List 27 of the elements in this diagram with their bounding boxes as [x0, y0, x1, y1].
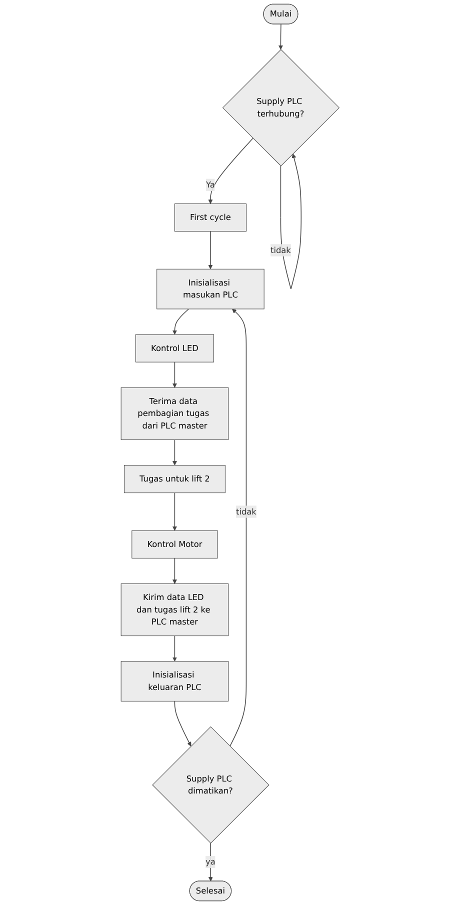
- arrow: [208, 842, 214, 882]
- node-box: Kontrol LED: [136, 334, 214, 362]
- arrow: [208, 230, 214, 270]
- arrow: [278, 24, 284, 50]
- node-box: Kontrol Motor: [132, 530, 218, 558]
- arrow: [172, 492, 178, 531]
- node-box: Inisialisasi masukan PLC: [156, 268, 265, 310]
- arrow: [172, 558, 178, 584]
- arrow: [172, 439, 178, 466]
- node-box: First cycle: [174, 204, 247, 232]
- edge-label: tidak: [270, 245, 292, 255]
- node-diamond: Supply PLC dimatikan?: [152, 726, 270, 844]
- node-diamond: Supply PLC terhubung?: [222, 49, 340, 166]
- arrow: [208, 138, 254, 204]
- node-box: Tugas untuk lift 2: [124, 465, 226, 494]
- arrow: [230, 308, 247, 747]
- edge-label: Ya: [206, 180, 216, 190]
- edge-label: tidak: [236, 506, 257, 516]
- node-box: Inisialisasi keluaran PLC: [121, 661, 229, 702]
- node-box: Kirim data LED dan tugas lift 2 ke PLC master: [121, 583, 229, 636]
- arrow: [174, 700, 192, 746]
- arrow: [172, 308, 190, 335]
- arrow: [280, 154, 302, 290]
- node-box: Terima data pembagian tugas dari PLC master: [121, 387, 229, 440]
- edge-label: ya: [206, 856, 216, 867]
- arrow: [172, 362, 178, 388]
- arrow: [172, 635, 178, 662]
